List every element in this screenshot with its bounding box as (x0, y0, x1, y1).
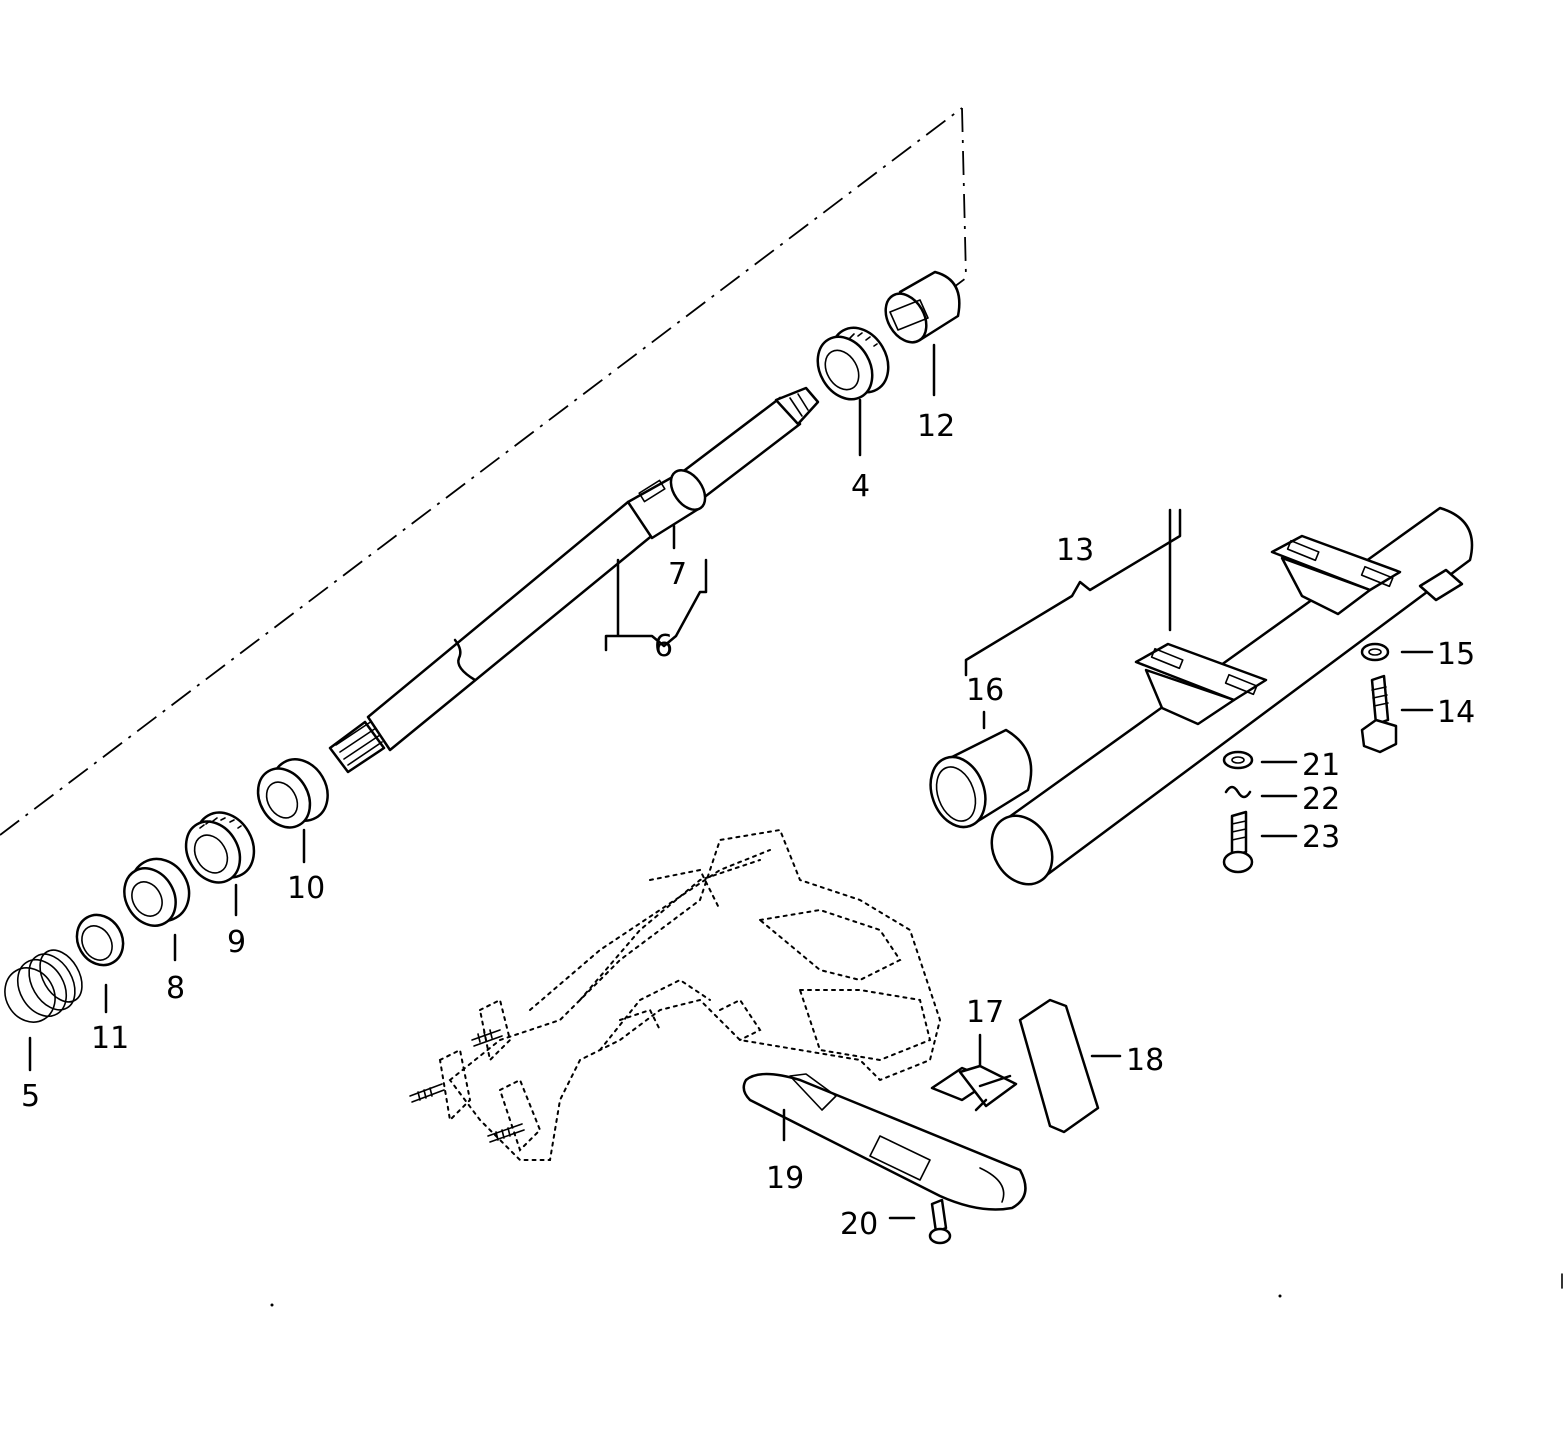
callout-15: 15 (1437, 637, 1475, 672)
callout-10: 10 (287, 871, 325, 906)
part-23-screw (1222, 810, 1298, 874)
part-20-screw (888, 1198, 952, 1245)
callout-4: 4 (851, 469, 870, 504)
callout-7: 7 (668, 557, 687, 592)
steering-shaft (328, 386, 820, 774)
callout-13: 13 (1056, 533, 1094, 568)
part-18-plate (1018, 998, 1122, 1134)
callout-14: 14 (1437, 695, 1475, 730)
callout-21: 21 (1302, 748, 1340, 783)
part-17-clip (930, 1033, 1018, 1112)
callout-19: 19 (766, 1161, 804, 1196)
part-16-bushing (929, 710, 1033, 829)
callout-8: 8 (166, 971, 185, 1006)
center-axis-line (0, 107, 967, 836)
callout-18: 18 (1126, 1043, 1164, 1078)
callout-5: 5 (21, 1079, 40, 1114)
callout-9: 9 (227, 925, 246, 960)
callout-16: 16 (966, 673, 1004, 708)
callout-6: 6 (654, 629, 673, 664)
callout-12: 12 (917, 409, 955, 444)
part-14-bolt (1360, 674, 1434, 754)
callout-11: 11 (91, 1021, 129, 1056)
callout-23: 23 (1302, 820, 1340, 855)
part-15-washer (1360, 642, 1434, 662)
part-21-washer (1222, 750, 1298, 770)
part-12-sleeve (884, 270, 961, 397)
part-19-trim-cover (742, 1072, 1027, 1211)
part-5-spring-rings (4, 949, 83, 1072)
callout-22: 22 (1302, 782, 1340, 817)
bracket-6 (604, 558, 708, 652)
pedal-bracket-outline (409, 828, 942, 1161)
part-10-bearing (256, 758, 329, 864)
callout-17: 17 (966, 995, 1004, 1030)
callout-20: 20 (840, 1207, 878, 1242)
callout-labels: 4 5 6 7 8 9 10 11 12 13 14 15 16 17 18 1… (21, 409, 1475, 1242)
specks (270, 1273, 1563, 1307)
part-4-bearing-ring (816, 326, 890, 457)
part-13-column-jacket (964, 506, 1474, 886)
part-22-spring-washer (1224, 785, 1298, 799)
part-11-ring (75, 913, 125, 1014)
part-8-flanged-bushing (123, 857, 191, 962)
part-9-needle-bearing (184, 811, 256, 917)
